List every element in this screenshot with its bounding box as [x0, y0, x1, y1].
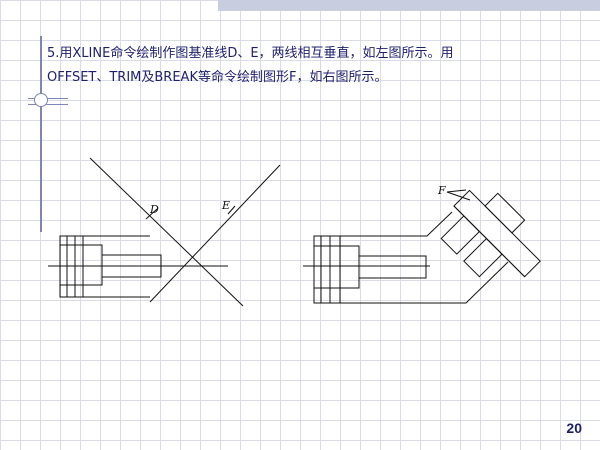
shaft	[101, 254, 162, 278]
xline-e	[149, 164, 281, 303]
instruction-line-2: OFFSET、TRIM及BREAK等命令绘制图形F，如右图所示。	[47, 70, 388, 85]
decorative-horizontal-rule-2	[28, 104, 68, 105]
right-shaft	[358, 255, 427, 279]
left-figure	[48, 157, 281, 307]
label-e: E	[221, 199, 230, 212]
xline-d	[89, 157, 244, 307]
page-number: 20	[566, 420, 582, 436]
label-f: F	[437, 184, 446, 197]
decorative-circle-icon	[34, 93, 48, 107]
decorative-vertical-rule	[40, 36, 42, 232]
inner-block	[59, 244, 103, 286]
decorative-horizontal-rule	[28, 98, 68, 99]
header-band	[218, 0, 600, 11]
instruction-text: 5.用XLINE命令绘制作图基准线D、E，两线相互垂直，如左图所示。用 OFFS…	[47, 42, 567, 90]
label-d: D	[149, 203, 159, 216]
right-figure	[303, 189, 541, 304]
instruction-line-1: 5.用XLINE命令绘制作图基准线D、E，两线相互垂直，如左图所示。用	[47, 46, 454, 61]
